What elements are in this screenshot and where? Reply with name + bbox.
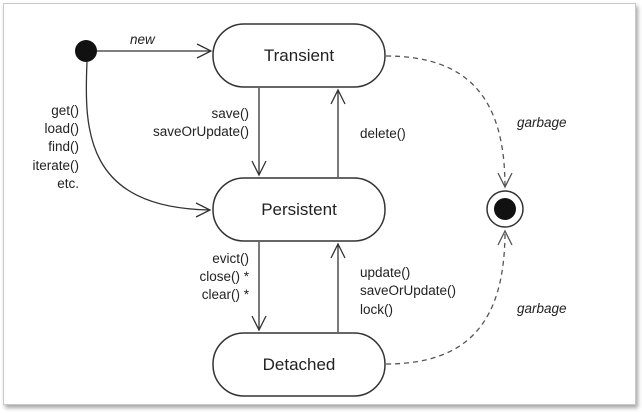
state-detached [212, 332, 386, 397]
initial-state-node [75, 40, 97, 62]
edge-save-label-1: save() [211, 106, 249, 121]
edge-delete-label: delete() [360, 126, 406, 141]
edge-delete [330, 88, 346, 177]
edge-load-label-1: get() [51, 103, 79, 118]
edge-garbage-top [385, 55, 513, 189]
edge-load [85, 61, 212, 218]
edge-evict [251, 242, 267, 332]
edge-evict-label-2: close() * [199, 269, 249, 284]
final-state-node [494, 198, 516, 220]
edge-new-label: new [130, 32, 156, 47]
edge-update [330, 242, 346, 332]
edge-update-label-2: saveOrUpdate() [360, 283, 456, 298]
edge-garbage-bottom-label: garbage [517, 301, 567, 316]
edge-evict-label-3: clear() * [202, 287, 250, 302]
edge-update-label-1: update() [360, 265, 410, 280]
edge-update-label-3: lock() [360, 302, 393, 317]
edge-load-label-2: load() [44, 121, 79, 136]
state-transient-label: Transient [264, 46, 335, 65]
edge-save-label-2: saveOrUpdate() [153, 124, 249, 139]
edge-garbage-bottom [385, 229, 513, 365]
edge-load-label-5: etc. [57, 176, 79, 191]
edge-evict-label-1: evict() [212, 251, 249, 266]
state-detached-label: Detached [263, 355, 336, 374]
state-persistent-label: Persistent [261, 200, 337, 219]
state-transient [212, 23, 386, 88]
edge-load-label-3: find() [48, 139, 79, 154]
edge-save [251, 88, 267, 177]
state-persistent [212, 177, 386, 242]
edge-new [97, 43, 213, 59]
edge-garbage-top-label: garbage [517, 115, 567, 130]
edge-load-label-4: iterate() [32, 158, 79, 173]
